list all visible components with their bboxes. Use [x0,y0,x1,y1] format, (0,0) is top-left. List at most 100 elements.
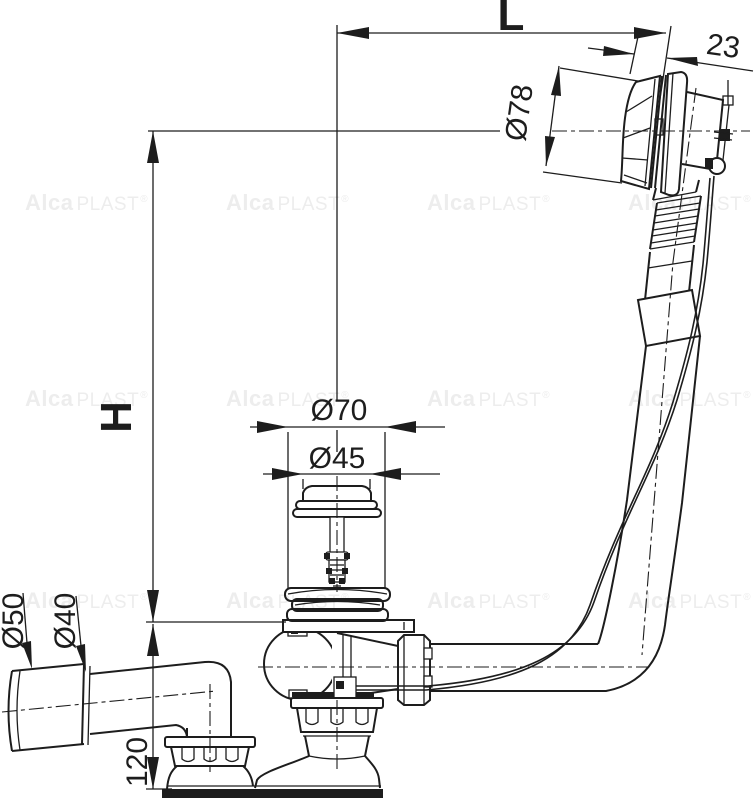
ball-joint [263,627,337,701]
arrow [385,421,416,433]
rib [656,195,702,204]
hose-right-edge [693,195,702,243]
label-120: 120 [121,737,154,787]
elbow-union-nut [164,736,256,767]
label-d40: Ø40 [49,593,82,650]
knob-facet [622,127,651,139]
elbow-base-skirt-right [242,765,254,787]
arrow [147,757,159,789]
riser-right-edge-and-bend [429,335,701,692]
knob-outline [619,74,662,191]
leader-line [75,595,82,647]
hose-left-edge [649,202,658,250]
rib [655,202,701,211]
nut-slot [181,747,195,763]
dimension-plug-diameter: Ø45 [263,442,440,489]
stem-mark [344,553,350,559]
dimension-head-protrusion: 23 [587,28,754,75]
socket-end-cap-inner [16,670,21,751]
arrow [667,57,698,66]
dimension-length: L [336,0,672,452]
leader-line [22,592,28,644]
base-skirt-left [254,755,310,789]
dimension-pipe-diameter: Ø40 [49,593,86,672]
nut-slot [330,708,344,726]
rib [654,208,700,217]
extension-tick [657,25,672,113]
dimension-socket-diameter: Ø50 [0,593,32,669]
nut-slot [355,708,369,726]
flange-disc-2 [291,598,384,612]
stem-mark [326,568,332,574]
label-d70: Ø70 [311,394,368,427]
extension-tick [629,31,640,75]
ball-tab-bottom-notch [292,692,299,697]
stem-mark [324,553,330,559]
socket-bottom-edge [11,743,85,752]
nut-slot [305,708,319,726]
socket-top-edge [11,663,85,672]
nut-slot [225,747,239,763]
nut-slot [203,747,217,763]
nut-outline [397,634,431,706]
dimension-head-diameter: Ø78 [499,65,639,184]
pipe-top-edge [89,660,232,737]
dimension-trap-height: 120 [121,624,172,790]
trap-neck-left [304,735,310,757]
pin-thread [713,137,733,141]
trap-neck-right [364,735,370,757]
centerlines [1,87,750,772]
upper-pipe-joint [647,260,693,269]
rib [649,241,695,250]
outlet-elbow-pipe [7,660,256,790]
dimension-flange-diameter: Ø70 [250,394,445,588]
index-notch [654,118,664,136]
label-d78: Ø78 [499,82,540,143]
cable-outer [356,175,715,687]
plug-cap [302,485,372,502]
knob-facet [623,174,648,184]
knob-facet [621,157,649,161]
stem-mark [339,578,345,584]
extension-line [542,171,623,184]
waste-tee [263,619,433,706]
knob-inner-line [644,78,656,187]
dimension-height: H [92,130,500,623]
arrow [634,27,666,39]
label-L: L [498,0,525,40]
rosette-disc [659,70,689,197]
overflow-head [619,70,734,201]
arrow [551,66,561,96]
outlet-pipe-centerline [1,690,217,713]
base-skirt-right [364,755,381,789]
flange-disc-3 [286,608,389,622]
cable-anchor-notch [336,681,344,689]
neck-bottom [652,191,697,201]
overflow-axis-centerline [641,87,697,656]
arrow [22,641,32,669]
pulley-pin [705,158,713,169]
stem-mark [342,568,348,574]
control-cable [356,175,715,691]
cable-inner [356,177,711,691]
outlet-union-nut [397,634,433,706]
arrow [603,46,634,56]
arrow [370,468,401,480]
corrugated-hose [649,195,702,250]
label-H: H [92,401,141,433]
knob-facet [625,95,653,113]
arrow [337,27,369,39]
arrow [257,421,288,433]
upper-pipe-left-edge [644,251,651,301]
neck-left [652,187,657,201]
upper-pipe-right-edge [688,244,695,293]
rib [650,235,696,244]
rib [651,228,697,237]
label-23: 23 [704,28,742,65]
flange-disc-2-arc [294,600,381,606]
socket-rim-inner [87,665,91,746]
cable-clamp-block [719,129,730,141]
neck-right [695,179,700,193]
nut-notch [423,675,433,688]
label-d45: Ø45 [309,442,366,475]
